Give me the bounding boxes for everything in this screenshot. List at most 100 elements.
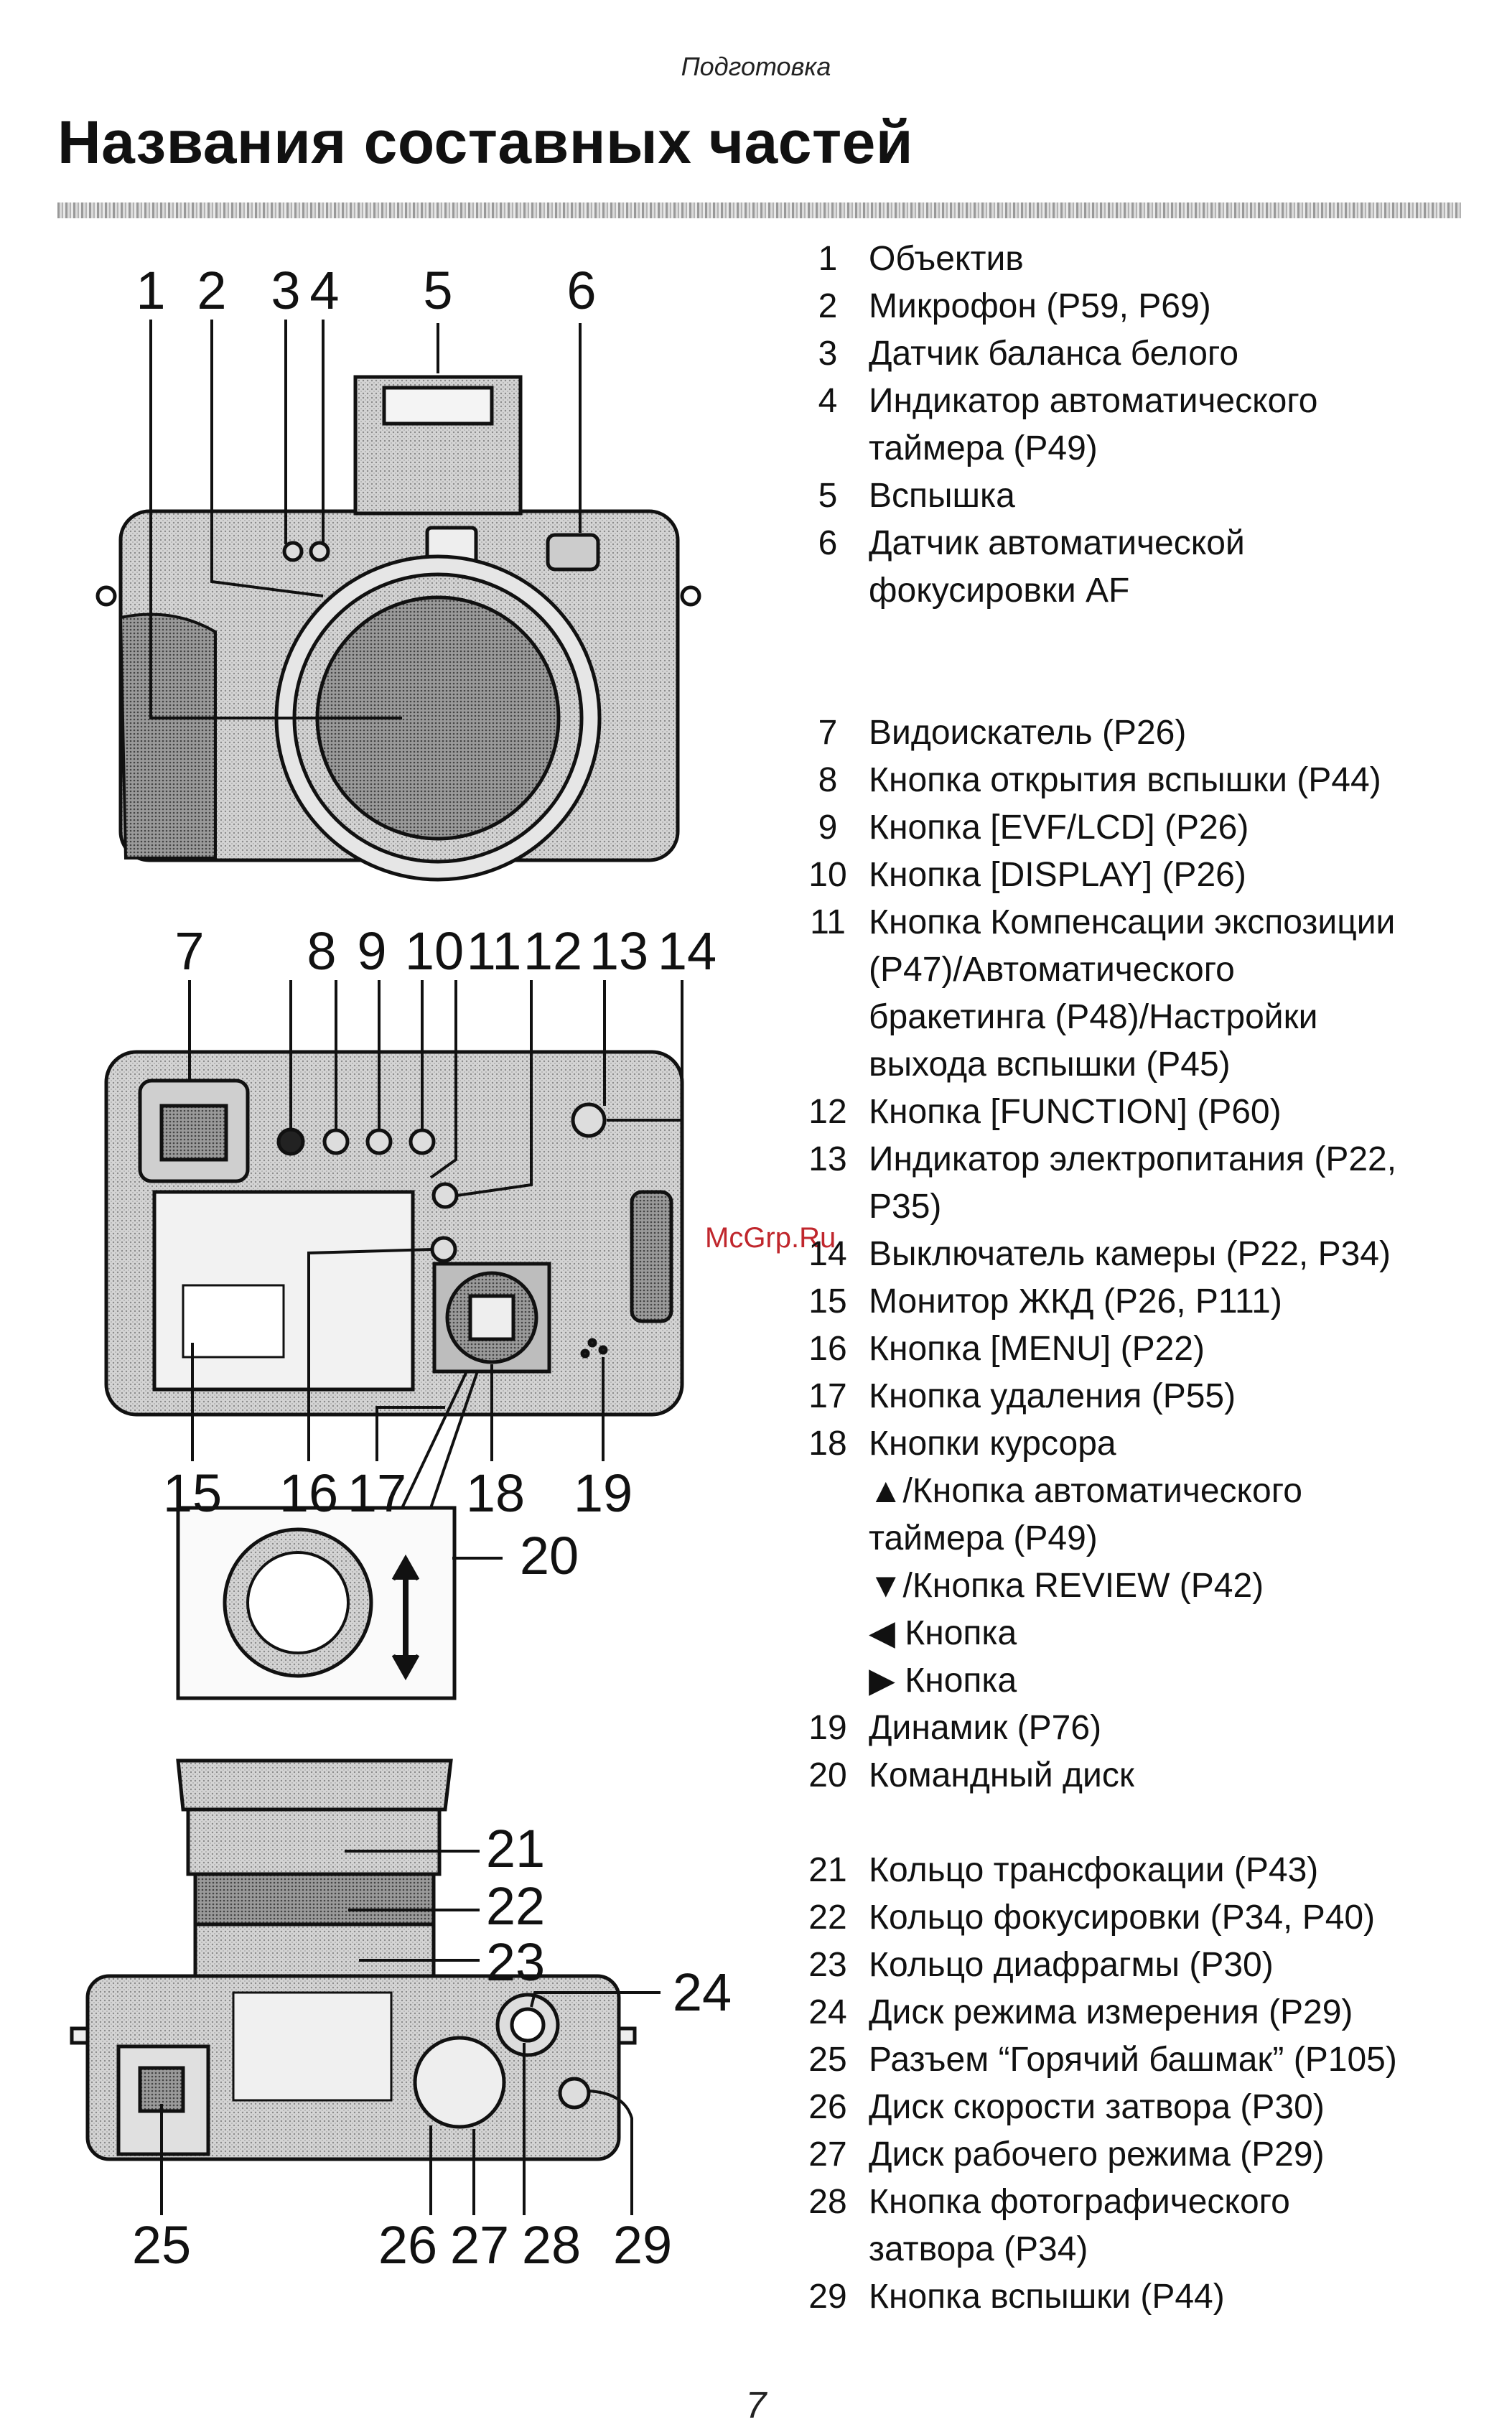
- item-label-continued: (P47)/Автоматического: [869, 951, 1235, 989]
- item-number: 28: [808, 2183, 847, 2221]
- item-number: 24: [808, 1993, 847, 2031]
- camera-rear-view: [104, 1050, 684, 1417]
- callout-27: 27: [450, 2215, 509, 2275]
- top-callouts: 21 22 23 24 25 26 27 28 29: [132, 1819, 732, 2275]
- item-number: 23: [808, 1946, 847, 1984]
- item-label: Кнопка Компенсации экспозиции: [869, 903, 1396, 941]
- item-label: Кнопки курсора: [869, 1425, 1116, 1463]
- callout-8: 8: [307, 921, 336, 981]
- item-label: Монитор ЖКД (P26, P111): [869, 1282, 1282, 1320]
- item-label: Видоискатель (P26): [869, 714, 1187, 752]
- zoom-ring: [186, 1807, 442, 1876]
- item-number: 4: [818, 382, 838, 420]
- callout-3: 3: [271, 261, 300, 320]
- shutter-button: [510, 2007, 546, 2043]
- item-number: 3: [818, 335, 838, 373]
- item-number: 26: [808, 2088, 847, 2126]
- callout-26: 26: [378, 2215, 437, 2275]
- item-number: 25: [808, 2041, 847, 2079]
- command-dial-inset: [176, 1506, 457, 1700]
- item-label: Динамик (P76): [869, 1709, 1102, 1747]
- item-label: Индикатор электропитания (P22,: [869, 1140, 1397, 1178]
- focus-ring: [193, 1872, 436, 1927]
- item-number: 9: [818, 809, 838, 847]
- callout-6: 6: [566, 261, 596, 320]
- callout-23: 23: [486, 1932, 545, 1992]
- front-leader-lines: [149, 320, 582, 719]
- callout-1: 1: [136, 261, 165, 320]
- af-sensor: [546, 533, 600, 572]
- item-label: Кнопка вспышки (P44): [869, 2278, 1225, 2316]
- item-label: Индикатор автоматического: [869, 382, 1318, 420]
- item-label: Диск режима измерения (P29): [869, 1993, 1353, 2031]
- callout-28: 28: [522, 2215, 581, 2275]
- item-number: 18: [808, 1425, 847, 1463]
- callout-22: 22: [486, 1876, 545, 1936]
- item-number: 19: [808, 1709, 847, 1747]
- page-title: Названия составных частей: [57, 108, 913, 176]
- item-label: Командный диск: [869, 1756, 1134, 1794]
- callout-14: 14: [658, 921, 717, 981]
- item-label: Вспышка: [869, 477, 1015, 515]
- display-button: [365, 1128, 393, 1155]
- item-number: 14: [808, 1235, 847, 1273]
- menu-button: [430, 1236, 457, 1263]
- item-number: 8: [818, 761, 838, 799]
- item-label: Кольцо диафрагмы (P30): [869, 1946, 1274, 1984]
- rear-leader-lines: [188, 980, 683, 1560]
- rear-callouts: 7 8 9 10 11 12 13 14 15 16 17 18 19 20: [163, 921, 717, 1585]
- item-label: Кнопка [EVF/LCD] (P26): [869, 809, 1249, 847]
- callout-4: 4: [309, 261, 339, 320]
- item-number: 1: [818, 240, 838, 278]
- callout-17: 17: [347, 1463, 406, 1523]
- flash-button: [558, 2077, 591, 2110]
- item-number: 29: [808, 2278, 847, 2316]
- title-rule: [57, 202, 1461, 218]
- callout-15: 15: [163, 1463, 222, 1523]
- item-label-continued: P35): [869, 1188, 942, 1226]
- item-number: 15: [808, 1282, 847, 1320]
- cursor-key-up: ▲/Кнопка автоматического: [869, 1472, 1302, 1510]
- item-label-continued: затвора (P34): [869, 2230, 1088, 2268]
- item-number: 22: [808, 1899, 847, 1937]
- item-number: 11: [810, 903, 846, 941]
- front-callouts: 1 2 3 4 5 6: [136, 261, 596, 320]
- item-label: Объектив: [869, 240, 1024, 278]
- camera-illustrations: 1 2 3 4 5 6: [70, 261, 732, 2275]
- item-label: Кнопка [DISPLAY] (P26): [869, 856, 1246, 894]
- callout-12: 12: [523, 921, 582, 981]
- callout-2: 2: [197, 261, 226, 320]
- cursor-key-left: ◀ Кнопка: [869, 1614, 1017, 1652]
- item-label: Выключатель камеры (P22, P34): [869, 1235, 1391, 1273]
- callout-7: 7: [174, 921, 204, 981]
- callout-10: 10: [405, 921, 464, 981]
- item-label: Микрофон (P59, P69): [869, 287, 1211, 325]
- callout-20: 20: [520, 1526, 579, 1585]
- item-label: Кнопка фотографического: [869, 2183, 1290, 2221]
- callout-9: 9: [357, 921, 386, 981]
- cursor-key-down: ▼/Кнопка REVIEW (P42): [869, 1567, 1264, 1605]
- item-label-continued: бракетинга (P48)/Настройки: [869, 998, 1318, 1036]
- section-label: Подготовка: [681, 52, 831, 81]
- cursor-key-up-continued: таймера (P49): [869, 1519, 1098, 1557]
- item-label-continued: выхода вспышки (P45): [869, 1045, 1231, 1084]
- item-label: Кнопка открытия вспышки (P44): [869, 761, 1381, 799]
- item-number: 27: [808, 2135, 847, 2174]
- item-label: Диск рабочего режима (P29): [869, 2135, 1325, 2174]
- item-number: 2: [818, 287, 838, 325]
- item-label: Диск скорости затвора (P30): [869, 2088, 1325, 2126]
- item-label: Датчик автоматической: [869, 524, 1245, 562]
- callout-5: 5: [423, 261, 452, 320]
- callout-13: 13: [589, 921, 648, 981]
- item-label-continued: фокусировки AF: [869, 572, 1130, 610]
- item-label: Датчик баланса белого: [869, 335, 1239, 373]
- callout-24: 24: [673, 1962, 732, 2022]
- item-number: 5: [818, 477, 838, 515]
- callout-11: 11: [467, 921, 522, 981]
- item-number: 13: [808, 1140, 847, 1178]
- callout-18: 18: [466, 1463, 525, 1523]
- page-number: 7: [745, 2385, 767, 2426]
- evf-lcd-button: [322, 1128, 350, 1155]
- item-number: 12: [808, 1093, 847, 1131]
- flash-open-button: [276, 1127, 305, 1156]
